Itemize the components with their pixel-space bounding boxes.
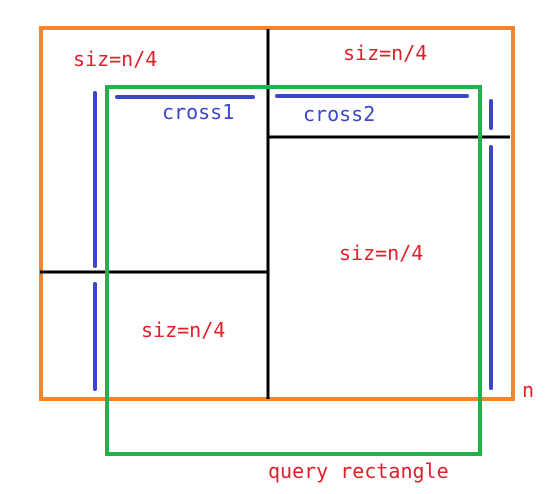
cross-marks [93,91,493,391]
cross2-label: cross2 [303,102,375,126]
side-length-label: n [522,378,534,402]
top-left-size-label: siz=n/4 [73,47,157,71]
query-rectangle-label: query rectangle [268,459,449,483]
right-middle-size-label: siz=n/4 [339,241,423,265]
subdivision-lines [40,29,510,399]
bottom-left-size-label: siz=n/4 [141,318,225,342]
query-rectangle [105,85,482,456]
outer-square [39,26,515,401]
cross1-label: cross1 [162,100,234,124]
top-right-size-label: siz=n/4 [343,41,427,65]
